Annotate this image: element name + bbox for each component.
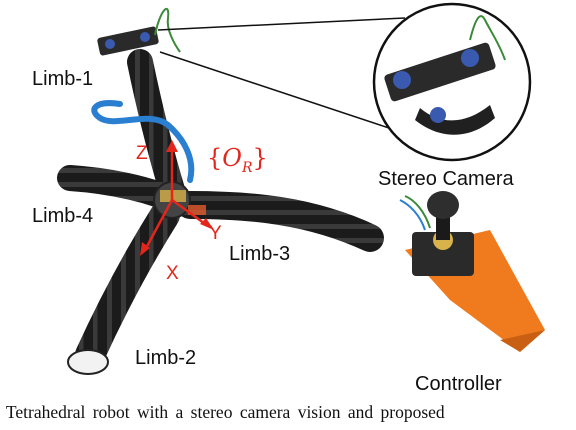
frame-subscript: R <box>241 159 253 176</box>
limb-2-end-cap <box>67 349 109 375</box>
coordinate-axes <box>140 140 214 256</box>
robot-stereo-camera <box>97 7 181 56</box>
limb-3-tube <box>176 191 384 252</box>
robot-frame-label: {OR} <box>207 146 268 175</box>
limb-1-label: Limb-1 <box>32 68 94 90</box>
frame-close-brace: } <box>252 144 268 172</box>
axis-x-label: X <box>166 263 179 284</box>
controller-device <box>399 191 545 352</box>
limb-2-label: Limb-2 <box>135 347 197 369</box>
limb-3-label: Limb-3 <box>229 243 291 265</box>
limb-1-tube <box>127 49 185 203</box>
zoom-line-bottom <box>159 51 396 131</box>
stereo-camera-label: Stereo Camera <box>378 168 514 190</box>
limb-4-label: Limb-4 <box>32 205 94 227</box>
frame-open-brace: { <box>207 144 223 172</box>
robot-photo <box>57 2 545 375</box>
figure-caption: : Tetrahedral robot with a stereo camera… <box>0 402 445 422</box>
limb-4-tube <box>57 165 173 208</box>
axis-y-label: Y <box>209 223 222 244</box>
zoom-line-top <box>157 17 406 31</box>
blue-cable <box>91 100 195 183</box>
controller-label: Controller <box>415 373 502 395</box>
axis-z-label: Z <box>136 143 148 164</box>
frame-symbol: O <box>222 144 242 172</box>
camera-inset <box>372 2 532 162</box>
